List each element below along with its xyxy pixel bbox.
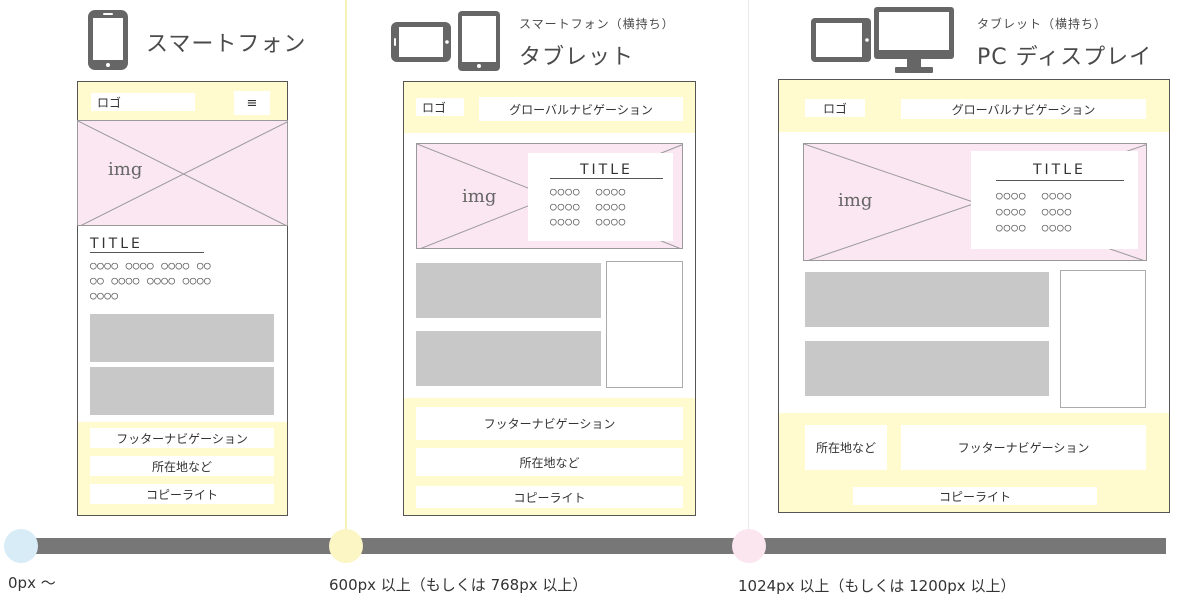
breakpoint-label-mobile: 0px 〜 — [8, 574, 56, 592]
tablet-footer-address: 所在地など — [416, 448, 683, 476]
pc-content-block-2 — [805, 341, 1049, 396]
device-sublabel-tablet: スマートフォン（横持ち） — [519, 17, 675, 31]
tablet-footer-copyright: コピーライト — [416, 486, 683, 508]
pc-title: TITLE — [1033, 162, 1086, 178]
tablet-text-line-1: ○○○○ ○○○○ — [550, 185, 627, 198]
divider-mobile-tablet — [345, 0, 347, 540]
breakpoint-label-pc: 1024px 以上（もしくは 1200px 以上） — [738, 577, 1016, 595]
pc-global-nav: グローバルナビゲーション — [901, 99, 1146, 119]
pc-title-underline — [996, 180, 1124, 181]
pc-logo: ロゴ — [805, 99, 865, 117]
mobile-footer-address: 所在地など — [90, 456, 274, 476]
mobile-text-line-2: ○○ ○○○○ ○○○○ ○○○○ — [90, 274, 212, 287]
tablet-sidebar — [606, 261, 683, 388]
tablet-landscape-icon — [811, 18, 871, 62]
tablet-content-block-2 — [416, 331, 601, 386]
tablet-landscape-icon — [391, 22, 451, 62]
mobile-footer-nav: フッターナビゲーション — [90, 428, 274, 448]
tablet-title: TITLE — [580, 162, 633, 178]
hero-img-label: img — [838, 190, 873, 211]
pc-footer-copyright: コピーライト — [853, 487, 1097, 505]
device-sublabel-pc: タブレット（横持ち） — [977, 17, 1108, 31]
mobile-text-line-1: ○○○○ ○○○○ ○○○○ ○○ — [90, 259, 212, 272]
pc-text-line-3: ○○○○ ○○○○ — [996, 221, 1073, 234]
tablet-text-line-2: ○○○○ ○○○○ — [550, 200, 627, 213]
breakpoint-dot-mobile — [4, 529, 38, 563]
device-label-tablet: タブレット — [519, 45, 635, 70]
pc-sidebar — [1060, 270, 1146, 408]
tablet-title-card — [528, 153, 673, 241]
tablet-footer-nav: フッターナビゲーション — [416, 407, 683, 440]
tablet-logo: ロゴ — [416, 98, 464, 116]
mobile-hero-image: img — [77, 120, 288, 226]
pc-footer-address: 所在地など — [805, 425, 887, 470]
tablet-content-block-1 — [416, 263, 601, 318]
hamburger-menu-icon: ≡ — [234, 91, 270, 115]
device-label-pc: PC ディスプレイ — [977, 45, 1153, 70]
breakpoint-timeline — [20, 538, 1166, 554]
pc-wireframe: ロゴ グローバルナビゲーション img TITLE ○○○○ ○○○○ ○○○○… — [778, 79, 1170, 513]
tablet-wireframe: ロゴ グローバルナビゲーション img TITLE ○○○○ ○○○○ ○○○○… — [403, 81, 696, 516]
hero-img-label: img — [108, 159, 143, 180]
breakpoint-dot-tablet — [329, 529, 363, 563]
tablet-portrait-icon — [458, 11, 500, 71]
mobile-footer-copyright: コピーライト — [90, 484, 274, 504]
tablet-text-line-3: ○○○○ ○○○○ — [550, 215, 627, 228]
mobile-content-block-2 — [90, 367, 274, 415]
mobile-title: TITLE — [90, 236, 143, 252]
tablet-title-underline — [550, 178, 663, 179]
mobile-content-block-1 — [90, 314, 274, 362]
pc-footer-nav: フッターナビゲーション — [901, 425, 1146, 470]
breakpoint-label-tablet: 600px 以上（もしくは 768px 以上） — [329, 576, 588, 594]
breakpoint-dot-pc — [732, 529, 766, 563]
divider-tablet-pc — [748, 0, 749, 540]
mobile-wireframe: ロゴ ≡ img TITLE ○○○○ ○○○○ ○○○○ ○○ ○○ ○○○○… — [77, 81, 288, 516]
tablet-global-nav: グローバルナビゲーション — [479, 97, 683, 121]
image-placeholder-cross — [78, 121, 287, 225]
pc-title-card — [971, 151, 1138, 249]
device-label-smartphone: スマートフォン — [146, 32, 307, 57]
pc-text-line-1: ○○○○ ○○○○ — [996, 189, 1073, 202]
mobile-title-underline — [90, 252, 204, 253]
mobile-logo: ロゴ — [91, 93, 195, 111]
hero-img-label: img — [462, 186, 497, 207]
pc-text-line-2: ○○○○ ○○○○ — [996, 205, 1073, 218]
pc-content-block-1 — [805, 272, 1049, 327]
monitor-icon — [874, 7, 954, 73]
smartphone-icon — [88, 10, 128, 70]
mobile-text-line-3: ○○○○ — [90, 289, 119, 302]
